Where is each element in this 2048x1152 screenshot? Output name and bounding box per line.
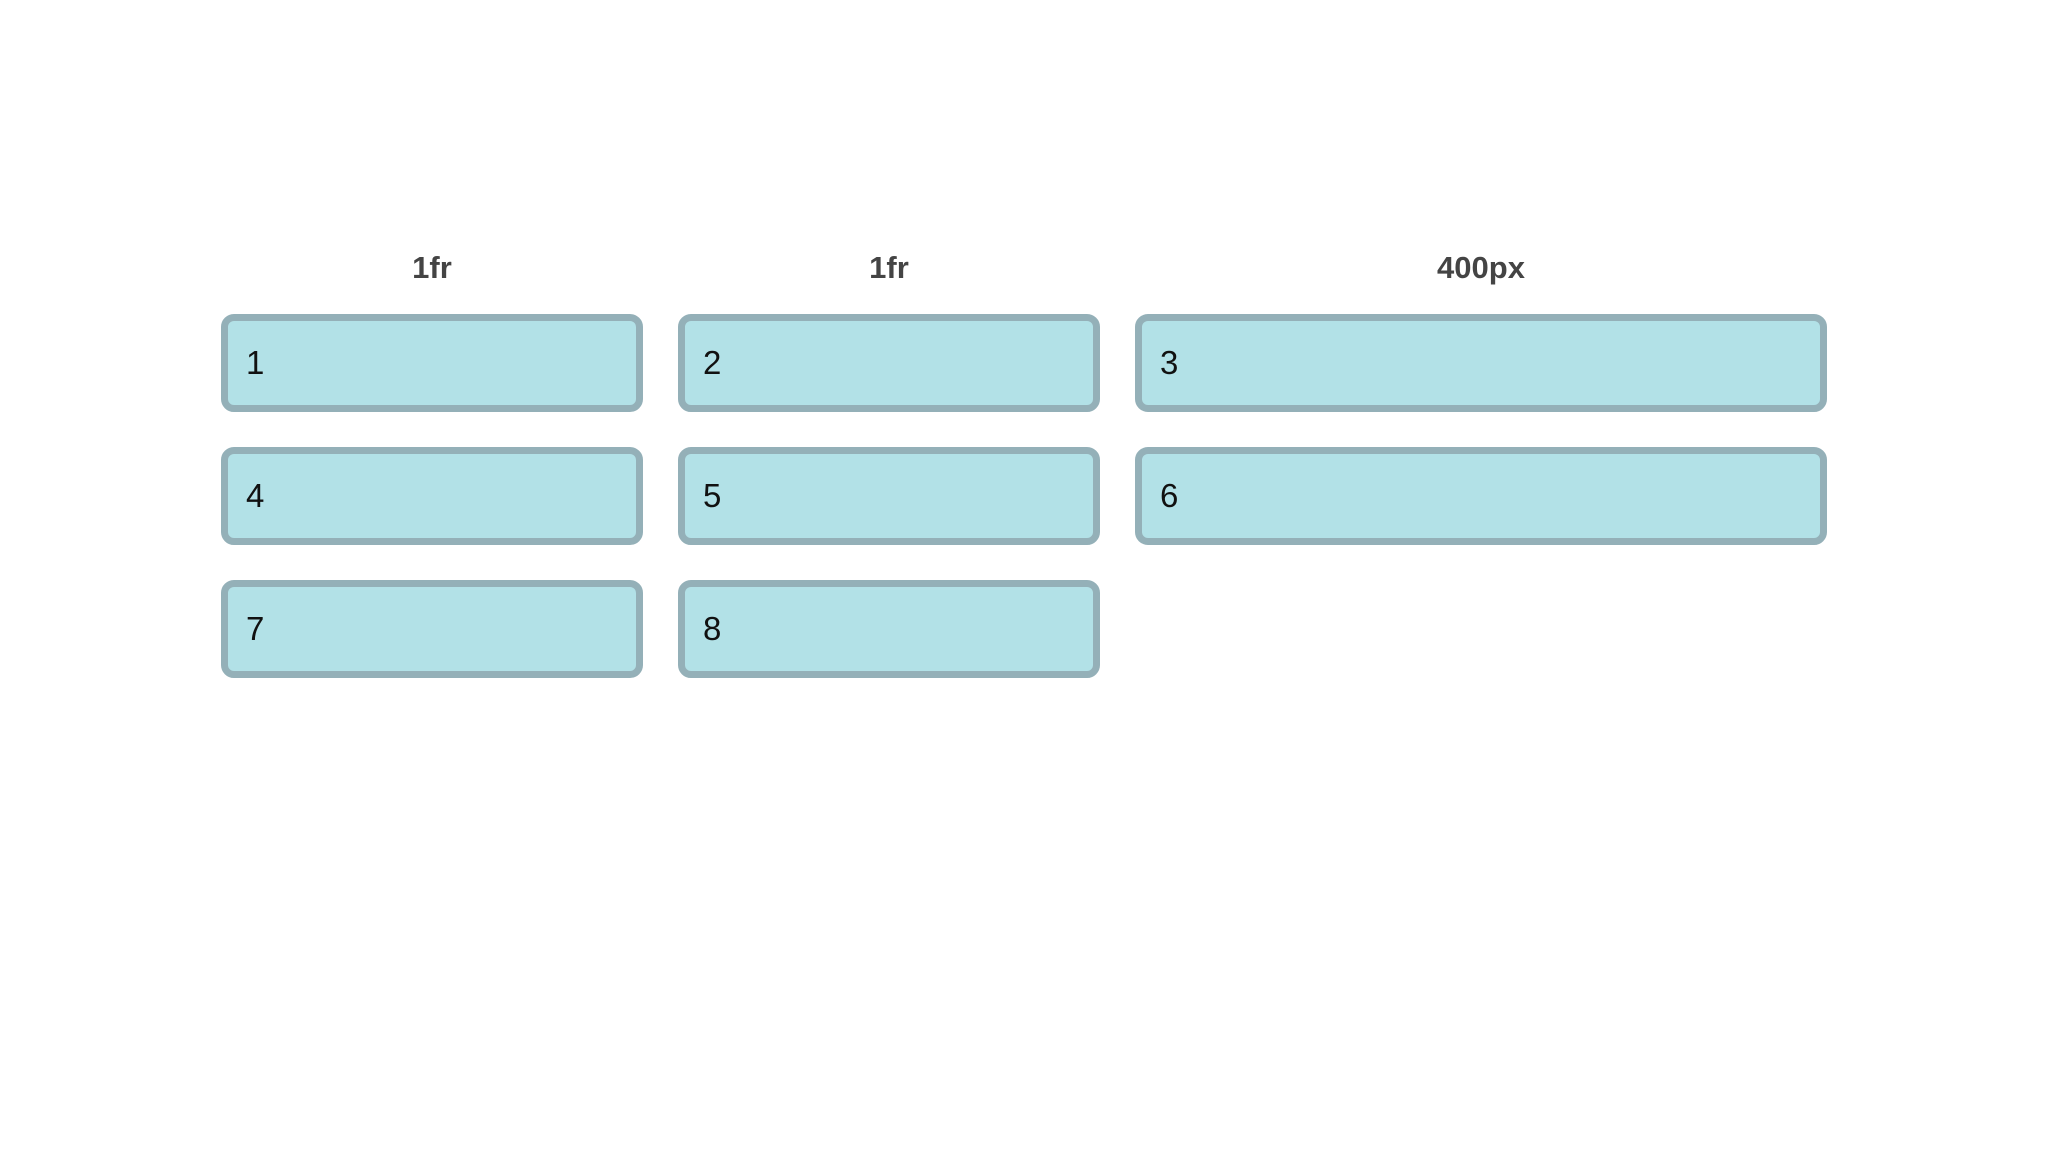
- grid-item-4: 4: [221, 447, 643, 545]
- grid-item-2: 2: [678, 314, 1100, 412]
- grid-item-5: 5: [678, 447, 1100, 545]
- grid-item-3: 3: [1135, 314, 1827, 412]
- grid-item-6: 6: [1135, 447, 1827, 545]
- grid-container: 1 2 3 4 5 6 7 8: [221, 314, 1828, 678]
- column-label-1: 1fr: [412, 250, 452, 285]
- grid-item-7: 7: [221, 580, 643, 678]
- column-label-3: 400px: [1437, 250, 1525, 285]
- grid-item-8: 8: [678, 580, 1100, 678]
- column-label-2: 1fr: [869, 250, 909, 285]
- grid-item-1: 1: [221, 314, 643, 412]
